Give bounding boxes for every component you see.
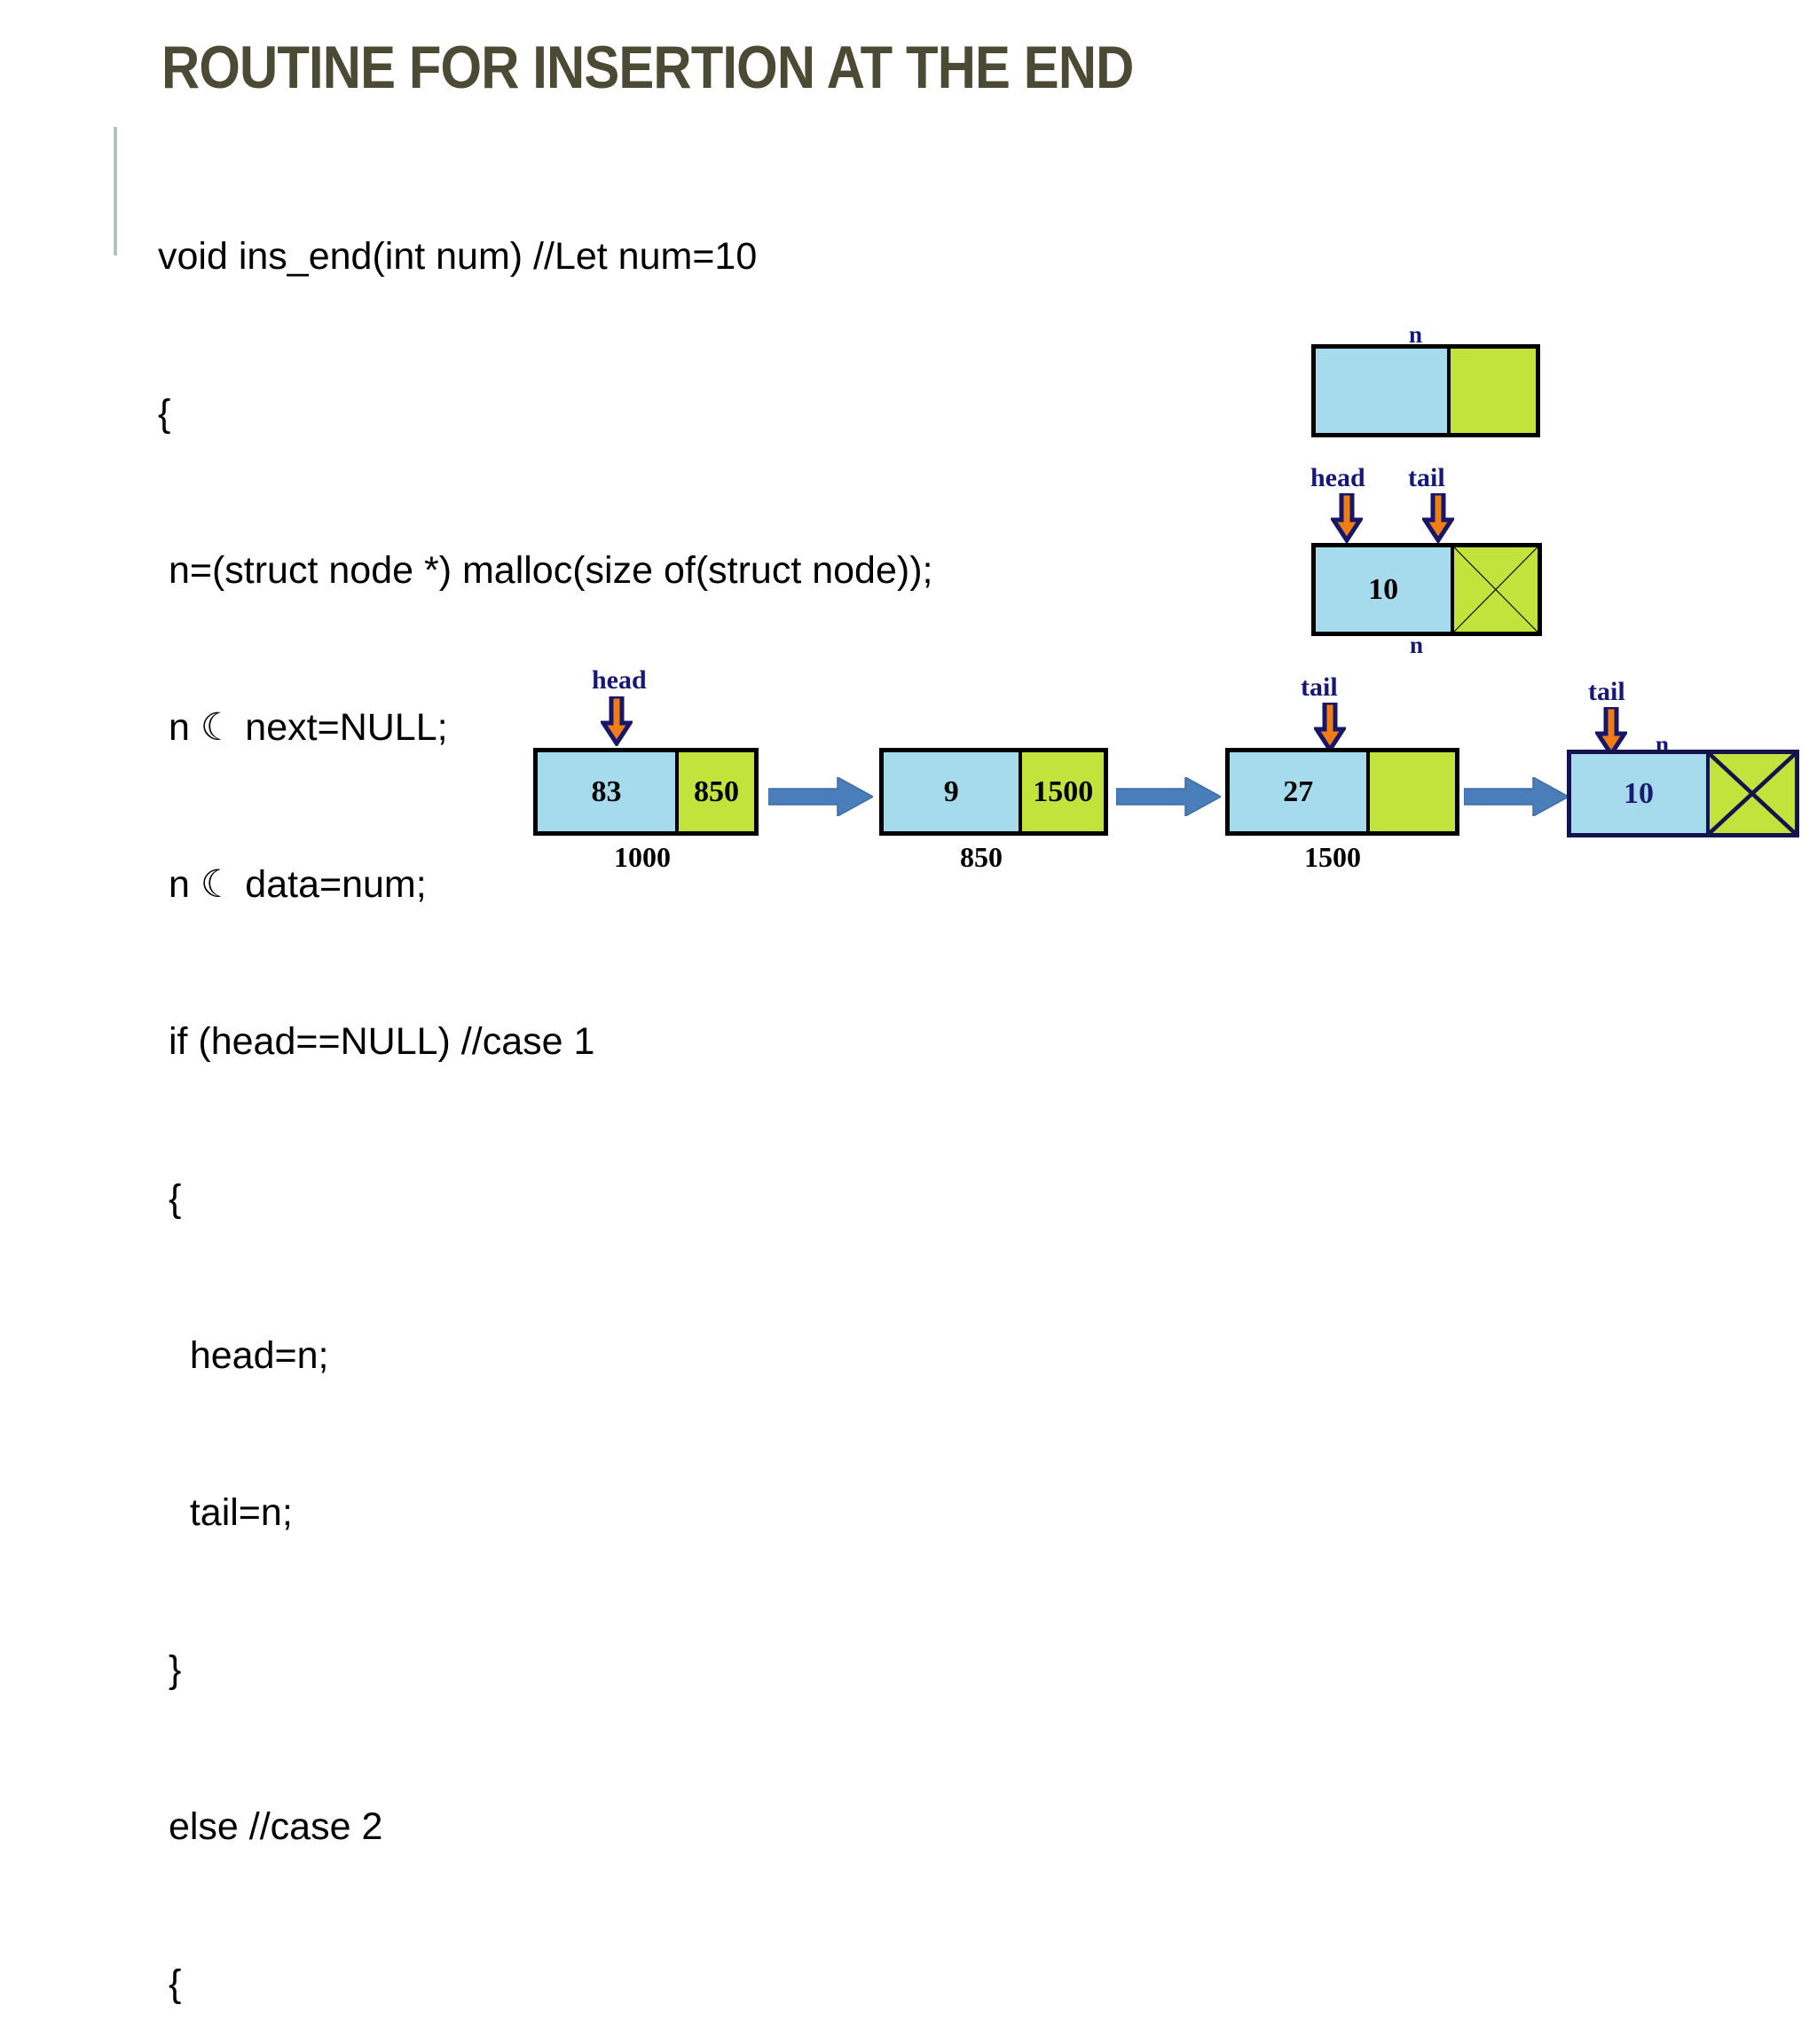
code-line: head=n; [158,1334,329,1377]
list-node-1-next-value: 1500 [1033,774,1094,808]
code-line: n ☾ next=NULL; [158,706,448,749]
code-line: } [158,1648,182,1691]
list-node-3: 10 [1567,750,1799,837]
link-arrow-icon [1464,777,1569,816]
link-arrow-icon [768,777,873,816]
code-line: n ☾ data=num; [158,863,427,906]
code-line: { [158,392,171,435]
list-node-0-address: 1000 [614,841,671,873]
code-line: if (head==NULL) //case 1 [158,1020,595,1063]
code-line: tail=n; [158,1491,293,1534]
null-x-icon [1710,754,1795,833]
list-node-2-next-cell [1366,752,1455,831]
code-line: { [158,1962,182,2005]
list-node-2-address: 1500 [1304,841,1361,873]
list-node-3-data-cell: 10 [1571,754,1706,833]
code-line: void ins_end(int num) //Let num=10 [158,235,758,278]
pointer-label-head: head [1310,463,1365,492]
left-accent-bar [114,127,117,256]
list-node-3-data-value: 10 [1624,776,1654,810]
list-node-1-next-cell: 1500 [1019,752,1104,831]
list-node-0-next-cell: 850 [675,752,754,831]
pointer-label-tail: tail [1408,463,1445,492]
list-node-0-data-value: 83 [591,774,622,808]
new-node-filled-data-value: 10 [1368,572,1399,606]
new-node-empty-next-cell [1447,349,1536,433]
page-title: Routine for insertion at the end [161,34,1134,101]
code-line: { [158,1177,182,1220]
list-node-0-next-value: 850 [694,774,739,808]
list-node-0-down-arrow-icon [601,696,633,746]
null-x-icon [1454,547,1538,632]
list-node-1: 9 1500 [879,748,1108,836]
new-node-empty-label: n [1409,321,1423,348]
new-node-empty [1311,344,1540,437]
list-node-1-address: 850 [960,841,1003,873]
link-arrow-icon [1116,777,1221,816]
code-line: else //case 2 [158,1805,383,1848]
list-node-2-data-cell: 27 [1230,752,1367,831]
code-block: void ins_end(int num) //Let num=10 { n=(… [158,126,1205,2044]
list-node-3-next-cell [1706,754,1795,833]
new-node-filled-data-cell: 10 [1316,547,1451,632]
list-node-0-pointer-label: head [592,665,647,695]
list-node-2-down-arrow-icon [1314,703,1346,752]
list-node-2-data-value: 27 [1283,774,1314,808]
new-node-empty-data-cell [1316,349,1448,433]
list-node-0-data-cell: 83 [538,752,675,831]
list-node-1-data-cell: 9 [884,752,1019,831]
code-line: n=(struct node *) malloc(size of(struct … [158,549,933,592]
list-node-0: 83 850 [533,748,759,836]
head-down-arrow-icon [1331,493,1363,543]
new-node-filled: 10 [1311,543,1542,636]
tail-down-arrow-icon [1422,493,1454,543]
list-node-1-data-value: 9 [943,774,959,808]
list-node-3-pointer-label: tail [1588,677,1625,706]
list-node-2: 27 [1225,748,1459,836]
new-node-filled-bottom-label: n [1410,632,1424,658]
list-node-2-pointer-label: tail [1301,672,1338,702]
new-node-filled-next-cell [1451,547,1538,632]
list-node-3-down-arrow-icon [1595,707,1627,757]
